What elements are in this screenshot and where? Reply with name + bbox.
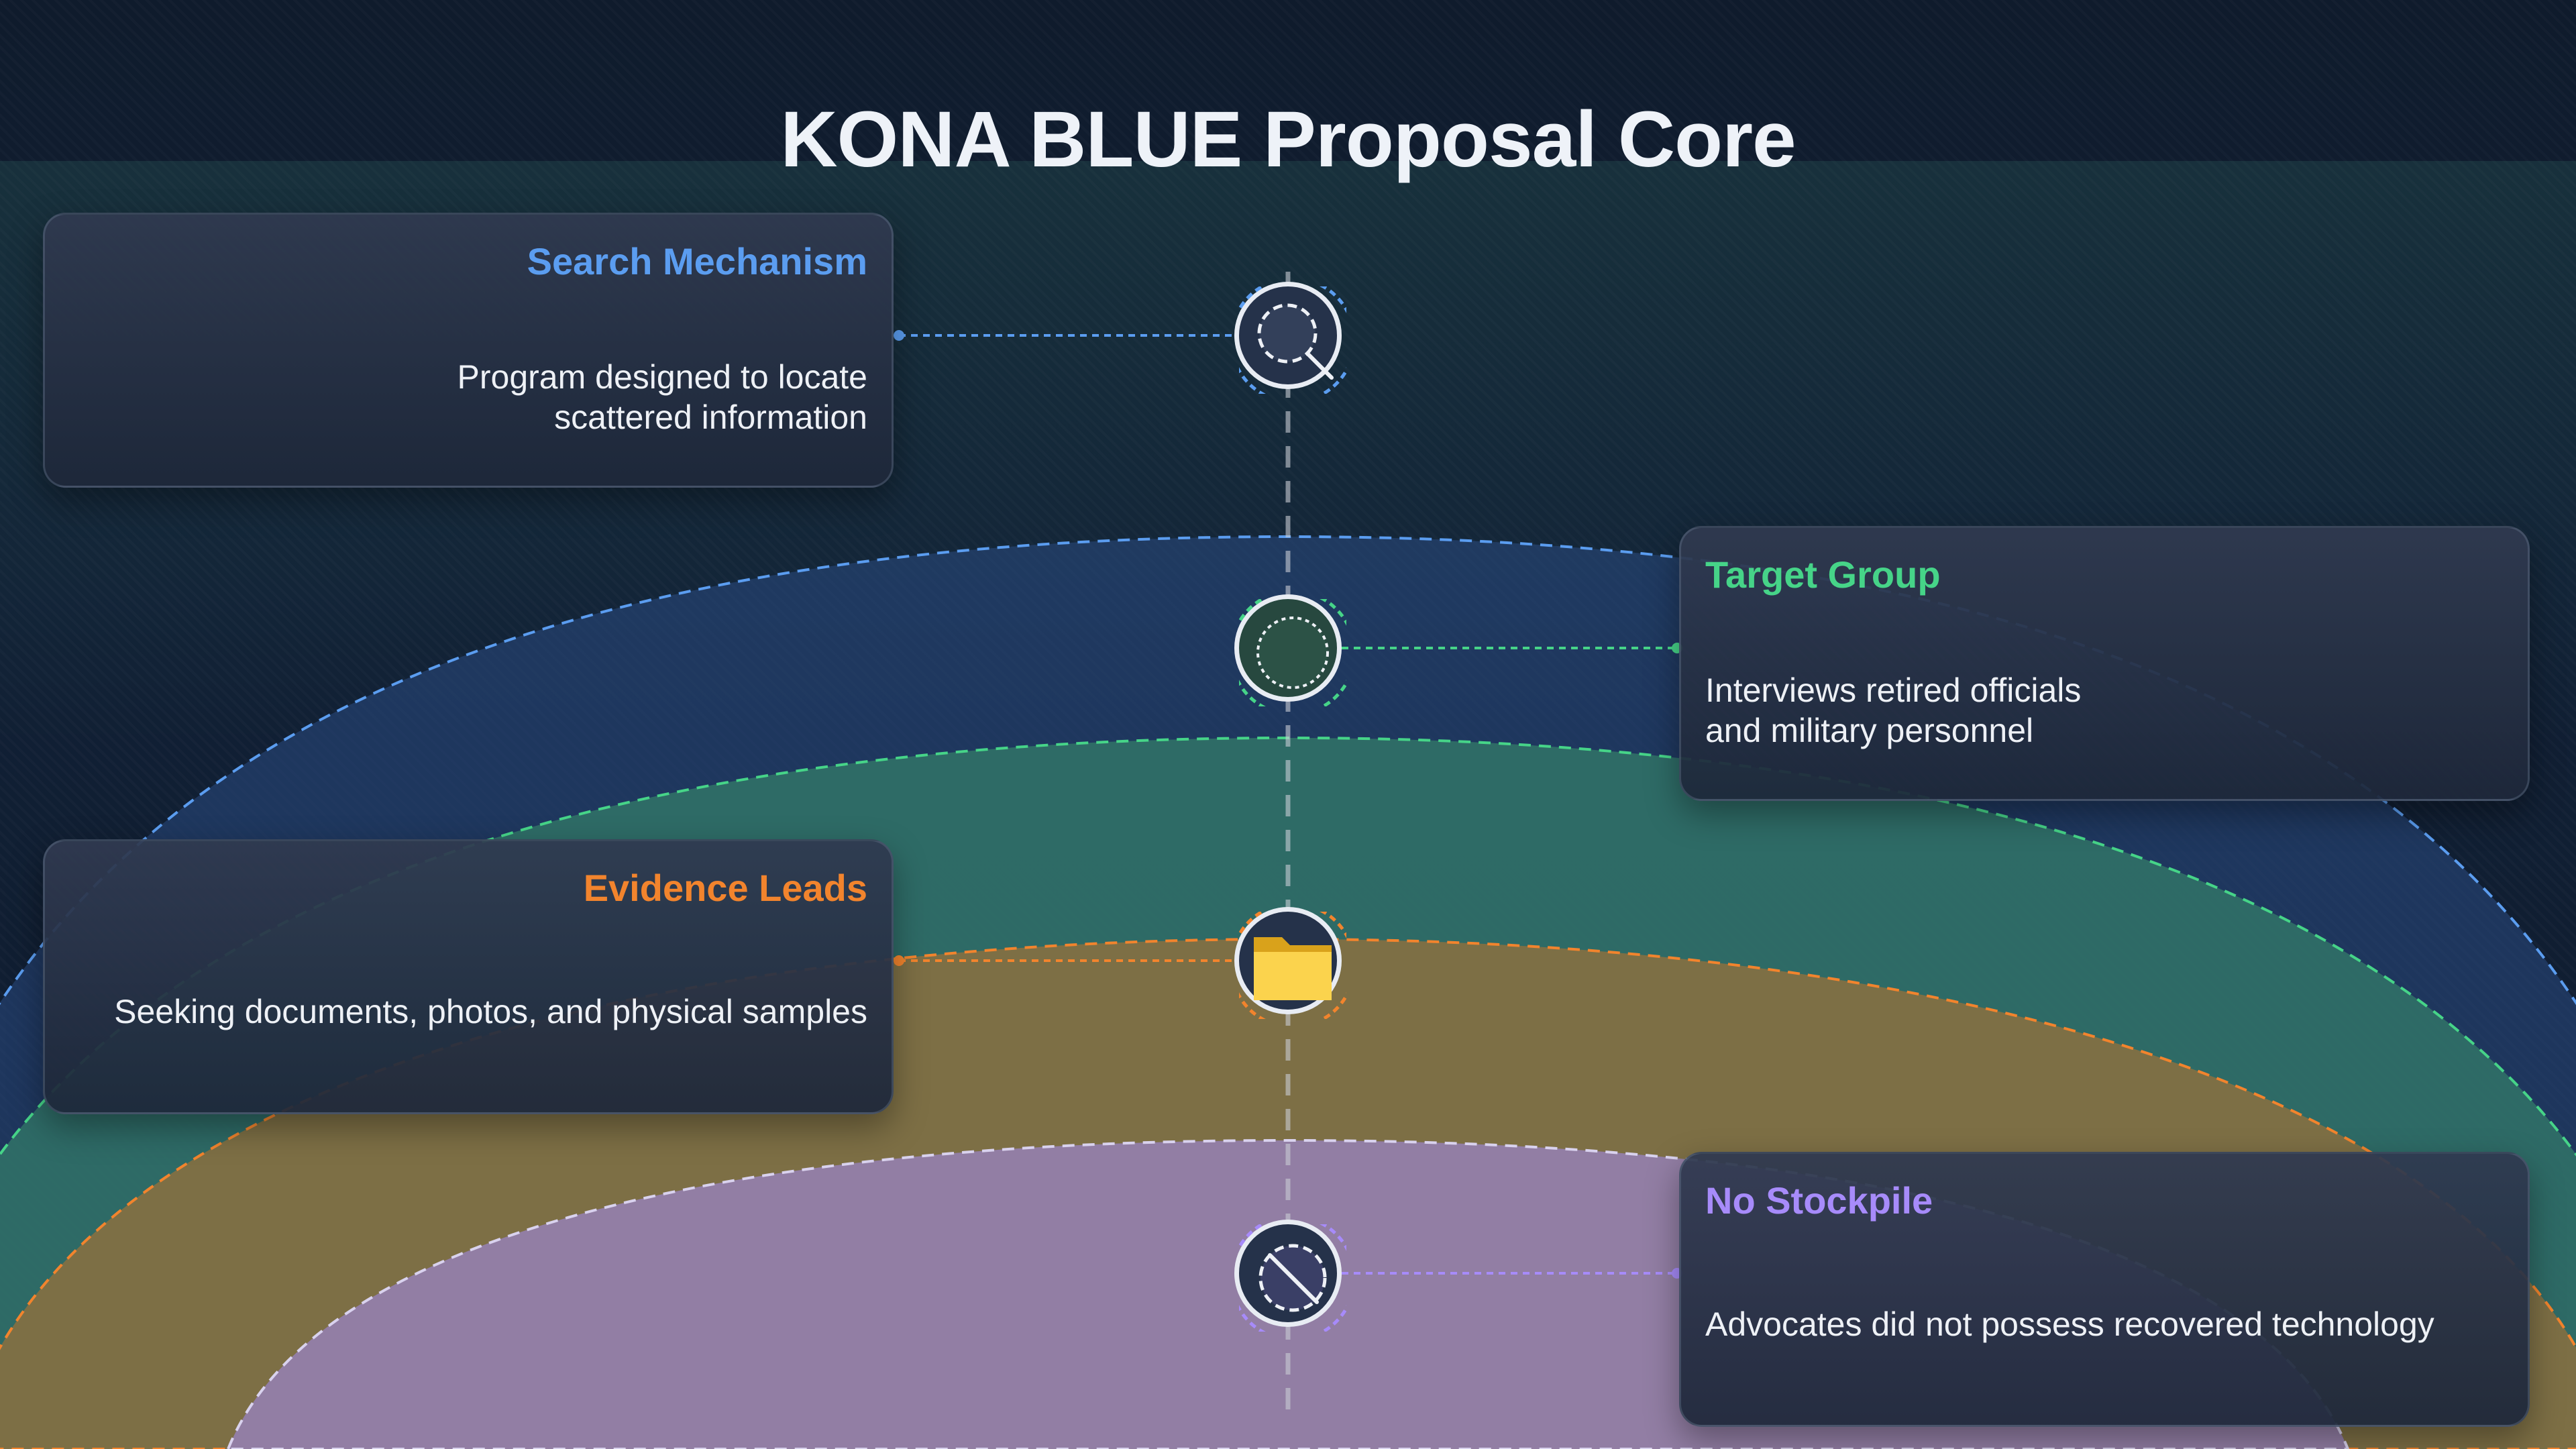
node-no-stockpile <box>1234 1220 1346 1332</box>
page-title: KONA BLUE Proposal Core <box>780 95 1796 184</box>
card-evidence-leads: Evidence Leads Seeking documents, photos… <box>43 839 894 1114</box>
folder-icon <box>1239 912 1346 1019</box>
node-search-mechanism <box>1234 282 1346 394</box>
prohibited-icon <box>1239 1224 1346 1332</box>
connector-dot-evidence-leads <box>894 955 904 966</box>
card-body-no-stockpile: Advocates did not possess recovered tech… <box>1705 1305 2434 1343</box>
card-search-mechanism: Search Mechanism Program designed to loc… <box>43 213 894 488</box>
card-heading-no-stockpile: No Stockpile <box>1705 1179 1933 1222</box>
connector-dot-search-mechanism <box>894 330 904 341</box>
node-evidence-leads <box>1234 907 1346 1019</box>
card-target-group: Target Group Interviews retired official… <box>1679 526 2530 801</box>
card-heading-evidence-leads: Evidence Leads <box>583 867 867 909</box>
node-target-group <box>1234 594 1346 706</box>
card-heading-target-group: Target Group <box>1705 553 1941 596</box>
magnifier-icon <box>1239 286 1346 394</box>
card-no-stockpile: No Stockpile Advocates did not possess r… <box>1679 1152 2530 1427</box>
group-badge-icon <box>1239 599 1346 706</box>
card-body-search-mechanism: Program designed to locate scattered inf… <box>457 358 867 436</box>
card-heading-search-mechanism: Search Mechanism <box>527 240 867 282</box>
card-body-target-group: Interviews retired officials and militar… <box>1705 672 2082 749</box>
card-body-evidence-leads: Seeking documents, photos, and physical … <box>114 993 867 1030</box>
